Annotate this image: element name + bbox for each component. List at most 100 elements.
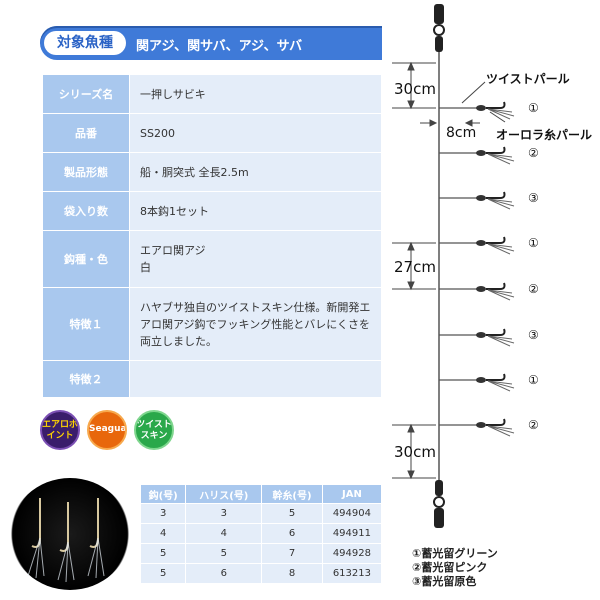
hook-icon	[486, 146, 506, 154]
size-cell: 3	[186, 504, 262, 523]
dimension-top	[392, 61, 436, 110]
size-cell: 5	[141, 564, 186, 583]
pearl-bead-icon	[476, 377, 486, 383]
pearl-bead-icon	[476, 150, 486, 156]
hook-icon	[486, 328, 506, 336]
size-cell: 6	[186, 564, 262, 583]
skin-icon	[487, 108, 515, 120]
table-row: 5 6 8 613213	[141, 564, 381, 583]
skin-icon	[487, 335, 515, 347]
size-cell: 3	[141, 504, 186, 523]
spec-value	[130, 361, 381, 397]
spec-row: 鈎種・色 エアロ関アジ 白	[43, 231, 381, 287]
hook-branch: ②	[439, 146, 539, 165]
target-fish-list: 関アジ、関サバ、アジ、サバ	[136, 39, 303, 54]
hooks-photo	[10, 478, 130, 590]
size-cell: 5	[186, 544, 262, 563]
size-cell: 4	[186, 524, 262, 543]
target-fish-tag: 対象魚種	[44, 31, 126, 55]
dimension-bottom	[392, 423, 436, 480]
twist-skin-badge: ツイストスキン	[134, 410, 174, 450]
skin-icon	[487, 153, 515, 165]
size-header: 鈎(号)	[141, 485, 186, 503]
twist-pearl-leader	[461, 81, 486, 104]
color-legend: ①蓄光留グリーン ②蓄光留ピンク ③蓄光留原色	[412, 547, 498, 589]
hook-branch: ①	[439, 236, 539, 255]
size-cell: 494911	[322, 524, 381, 543]
spec-value: エアロ関アジ 白	[130, 231, 381, 287]
hook-icon	[486, 236, 506, 244]
hook-branch: ②	[439, 418, 539, 437]
hook-branch: ③	[439, 328, 539, 347]
table-row: 4 4 6 494911	[141, 524, 381, 543]
branch-length-label: 8cm	[446, 125, 476, 141]
skin-icon	[487, 243, 515, 255]
size-cell: 8	[262, 564, 322, 583]
hook-marker: ①	[528, 373, 539, 387]
hook-branch: ②	[439, 282, 539, 301]
size-cell: 494904	[322, 504, 381, 523]
size-cell: 7	[262, 544, 322, 563]
legend-item: ②蓄光留ピンク	[412, 561, 488, 574]
size-header-row: 鈎(号) ハリス(号) 幹糸(号) JAN	[141, 485, 381, 503]
hook-branch: ③	[439, 191, 539, 210]
pearl-bead-icon	[476, 332, 486, 338]
legend-item: ③蓄光留原色	[412, 575, 477, 588]
spec-value: 船・胴突式 全長2.5m	[130, 153, 381, 191]
top-gap-label: 30cm	[394, 80, 436, 98]
aurora-pearl-label: オーロラ糸パール	[496, 127, 592, 142]
spec-row: シリーズ名 一押しサビキ	[43, 75, 381, 113]
pearl-bead-icon	[476, 240, 486, 246]
size-header: 幹糸(号)	[262, 485, 322, 503]
hook-branch: ①	[439, 373, 539, 392]
hook-marker: ②	[528, 146, 539, 160]
size-cell: 5	[262, 504, 322, 523]
branch-dimension	[420, 119, 480, 127]
skin-icon	[487, 425, 515, 437]
size-cell: 494928	[322, 544, 381, 563]
skin-icon	[487, 380, 515, 392]
aero-point-badge: エアロポイント	[40, 410, 80, 450]
size-header: ハリス(号)	[186, 485, 262, 503]
spec-row: 品番 SS200	[43, 114, 381, 152]
middle-gap-label: 27cm	[394, 258, 436, 276]
spec-value: SS200	[130, 114, 381, 152]
size-cell: 5	[141, 544, 186, 563]
branch-group: ① ② ③ ① ② ③ ① ②	[439, 101, 539, 437]
top-swivel-icon	[433, 4, 445, 52]
pearl-bead-icon	[476, 195, 486, 201]
hook-marker: ②	[528, 282, 539, 296]
size-table: 鈎(号) ハリス(号) 幹糸(号) JAN 3 3 5 494904 4 4 6…	[140, 484, 382, 584]
spec-label: 袋入り数	[43, 192, 129, 230]
pearl-bead-icon	[476, 286, 486, 292]
hooks-illustration	[27, 498, 105, 583]
twist-pearl-label: ツイストパール	[486, 72, 570, 86]
hook-marker: ①	[528, 236, 539, 250]
table-row: 5 5 7 494928	[141, 544, 381, 563]
spec-value: 一押しサビキ	[130, 75, 381, 113]
spec-label: 特徴１	[43, 288, 129, 360]
hook-marker: ③	[528, 191, 539, 205]
table-row: 3 3 5 494904	[141, 504, 381, 523]
skin-icon	[487, 289, 515, 301]
size-cell: 4	[141, 524, 186, 543]
hook-icon	[486, 373, 506, 381]
hook-marker: ②	[528, 418, 539, 432]
spec-row: 特徴１ ハヤブサ独自のツイストスキン仕様。新開発エアロ関アジ鈎でフッキング性能と…	[43, 288, 381, 360]
hook-marker: ①	[528, 101, 539, 115]
dimension-middle	[392, 241, 436, 291]
spec-label: シリーズ名	[43, 75, 129, 113]
spec-label: 特徴２	[43, 361, 129, 397]
spec-row: 袋入り数 8本鈎1セット	[43, 192, 381, 230]
skin-icon	[487, 198, 515, 210]
spec-value: 8本鈎1セット	[130, 192, 381, 230]
hook-marker: ③	[528, 328, 539, 342]
pearl-bead-icon	[476, 105, 486, 111]
hook-branch: ①	[439, 101, 539, 120]
spec-row: 製品形態 船・胴突式 全長2.5m	[43, 153, 381, 191]
legend-item: ①蓄光留グリーン	[412, 547, 498, 560]
spec-row: 特徴２	[43, 361, 381, 397]
spec-label: 品番	[43, 114, 129, 152]
spec-label: 鈎種・色	[43, 231, 129, 287]
